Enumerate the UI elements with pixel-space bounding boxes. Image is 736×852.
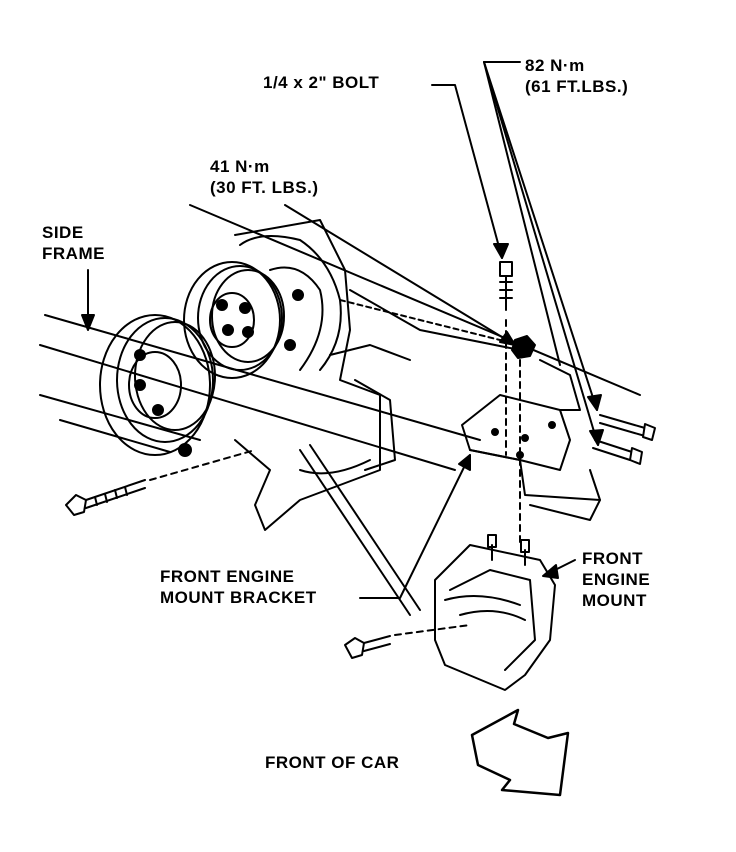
torque-41-label: 41 N·m (30 FT. LBS.) bbox=[210, 156, 319, 198]
torque-82-label: 82 N·m (61 FT.LBS.) bbox=[525, 55, 628, 97]
side-frame-line1: SIDE bbox=[42, 223, 84, 242]
front-of-car-arrow bbox=[470, 708, 570, 797]
leader-lines bbox=[81, 61, 604, 616]
torque-82-line2: (61 FT.LBS.) bbox=[525, 77, 629, 96]
torque-41-line1: 41 N·m bbox=[210, 157, 270, 176]
mount-bracket-line2: MOUNT BRACKET bbox=[160, 588, 317, 607]
side-frame-label: SIDE FRAME bbox=[42, 222, 105, 264]
front-of-car-label: FRONT OF CAR bbox=[265, 752, 399, 773]
engine-mount-label: FRONT ENGINE MOUNT bbox=[582, 548, 650, 611]
engine-mount-line2: ENGINE bbox=[582, 570, 651, 589]
torque-41-line2: (30 FT. LBS.) bbox=[210, 178, 319, 197]
engine-mount-line1: FRONT bbox=[582, 549, 644, 568]
engine-block bbox=[234, 219, 521, 531]
vertical-bolt bbox=[499, 261, 536, 546]
mount-bolt bbox=[344, 624, 471, 659]
mount-bracket-label: FRONT ENGINE MOUNT BRACKET bbox=[160, 566, 317, 608]
torque-82-line1: 82 N·m bbox=[525, 56, 585, 75]
side-frame-line2: FRAME bbox=[42, 244, 105, 263]
bracket-bolts bbox=[592, 414, 656, 465]
lower-pulley bbox=[99, 314, 216, 457]
bolt-size-text: 1/4 x 2" BOLT bbox=[263, 73, 380, 92]
upper-pulley bbox=[183, 261, 324, 379]
mount-bracket-line1: FRONT ENGINE bbox=[160, 567, 295, 586]
engine-mount bbox=[434, 534, 556, 691]
front-of-car-text: FRONT OF CAR bbox=[265, 753, 400, 772]
mount-bracket bbox=[461, 359, 601, 521]
engine-mount-line3: MOUNT bbox=[582, 591, 647, 610]
left-frame-bolt bbox=[65, 449, 256, 516]
bolt-size-label: 1/4 x 2" BOLT bbox=[263, 72, 379, 93]
